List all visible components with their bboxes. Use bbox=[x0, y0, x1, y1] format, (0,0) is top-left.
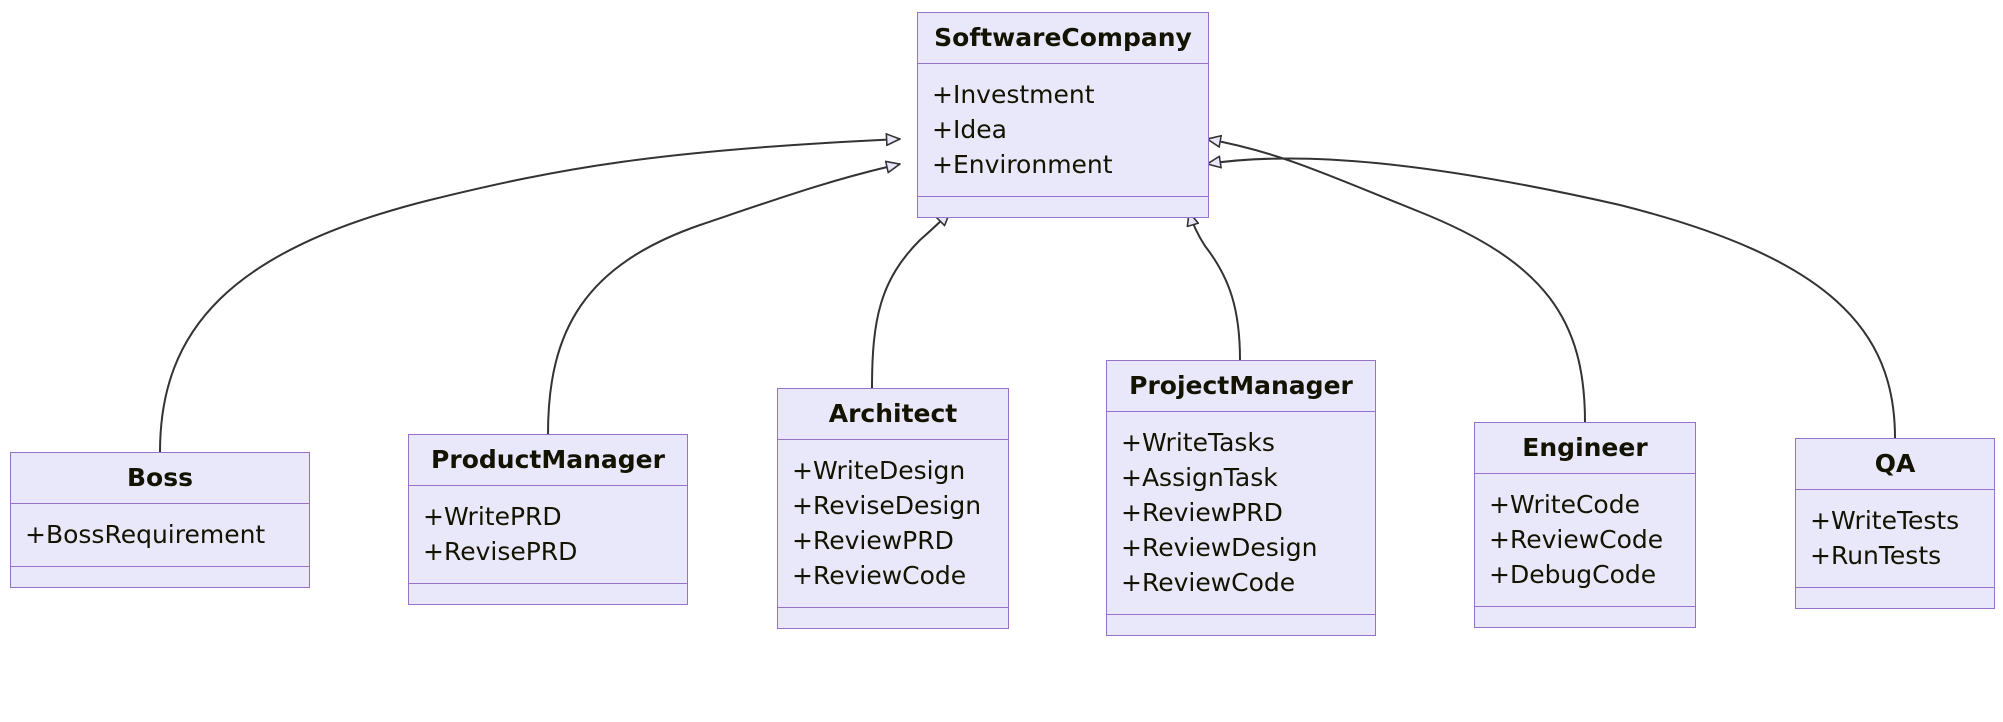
class-attribute: +RevisePRD bbox=[423, 537, 578, 566]
class-title: ProjectManager bbox=[1107, 361, 1375, 412]
class-attributes: +BossRequirement bbox=[11, 504, 309, 567]
class-attribute: +ReviewCode bbox=[1489, 525, 1664, 554]
class-attribute: +BossRequirement bbox=[25, 520, 266, 549]
class-attribute: +Investment bbox=[932, 80, 1095, 109]
class-node-boss[interactable]: Boss +BossRequirement bbox=[10, 452, 310, 588]
class-title: SoftwareCompany bbox=[918, 13, 1208, 64]
class-title: Boss bbox=[11, 453, 309, 504]
class-methods bbox=[11, 567, 309, 587]
class-attribute: +ReviewCode bbox=[792, 561, 967, 590]
class-methods bbox=[409, 584, 687, 604]
class-attribute: +Idea bbox=[932, 115, 1007, 144]
class-node-qa[interactable]: QA +WriteTests +RunTests bbox=[1795, 438, 1995, 609]
class-attribute: +WritePRD bbox=[423, 502, 562, 531]
class-node-architect[interactable]: Architect +WriteDesign +ReviseDesign +Re… bbox=[777, 388, 1009, 629]
class-node-project-manager[interactable]: ProjectManager +WriteTasks +AssignTask +… bbox=[1106, 360, 1376, 636]
class-attribute: +ReviewPRD bbox=[1121, 498, 1283, 527]
edge-projectmanager-to-softwarecompany bbox=[1189, 212, 1241, 361]
edge-architect-to-softwarecompany bbox=[871, 212, 950, 389]
class-methods bbox=[1475, 607, 1695, 627]
class-attribute: +ReviewDesign bbox=[1121, 533, 1318, 562]
class-methods bbox=[1107, 615, 1375, 635]
class-node-product-manager[interactable]: ProductManager +WritePRD +RevisePRD bbox=[408, 434, 688, 605]
class-methods bbox=[918, 197, 1208, 217]
class-attribute: +ReviewPRD bbox=[792, 526, 954, 555]
class-attributes: +WriteTests +RunTests bbox=[1796, 490, 1994, 588]
class-attribute: +RunTests bbox=[1810, 541, 1942, 570]
class-attribute: +ReviseDesign bbox=[792, 491, 982, 520]
class-title: Architect bbox=[778, 389, 1008, 440]
class-node-software-company[interactable]: SoftwareCompany +Investment +Idea +Envir… bbox=[917, 12, 1209, 218]
class-attributes: +WriteDesign +ReviseDesign +ReviewPRD +R… bbox=[778, 440, 1008, 608]
class-attributes: +Investment +Idea +Environment bbox=[918, 64, 1208, 197]
class-attribute: +WriteCode bbox=[1489, 490, 1640, 519]
class-attribute: +DebugCode bbox=[1489, 560, 1657, 589]
class-attributes: +WriteTasks +AssignTask +ReviewPRD +Revi… bbox=[1107, 412, 1375, 615]
class-node-engineer[interactable]: Engineer +WriteCode +ReviewCode +DebugCo… bbox=[1474, 422, 1696, 628]
class-attribute: +ReviewCode bbox=[1121, 568, 1296, 597]
class-title: QA bbox=[1796, 439, 1994, 490]
class-attribute: +WriteTests bbox=[1810, 506, 1960, 535]
class-attributes: +WritePRD +RevisePRD bbox=[409, 486, 687, 584]
class-attribute: +AssignTask bbox=[1121, 463, 1278, 492]
class-attribute: +Environment bbox=[932, 150, 1113, 179]
class-attribute: +WriteTasks bbox=[1121, 428, 1275, 457]
class-methods bbox=[1796, 588, 1994, 608]
class-attributes: +WriteCode +ReviewCode +DebugCode bbox=[1475, 474, 1695, 607]
class-title: Engineer bbox=[1475, 423, 1695, 474]
class-title: ProductManager bbox=[409, 435, 687, 486]
class-attribute: +WriteDesign bbox=[792, 456, 966, 485]
class-methods bbox=[778, 608, 1008, 628]
